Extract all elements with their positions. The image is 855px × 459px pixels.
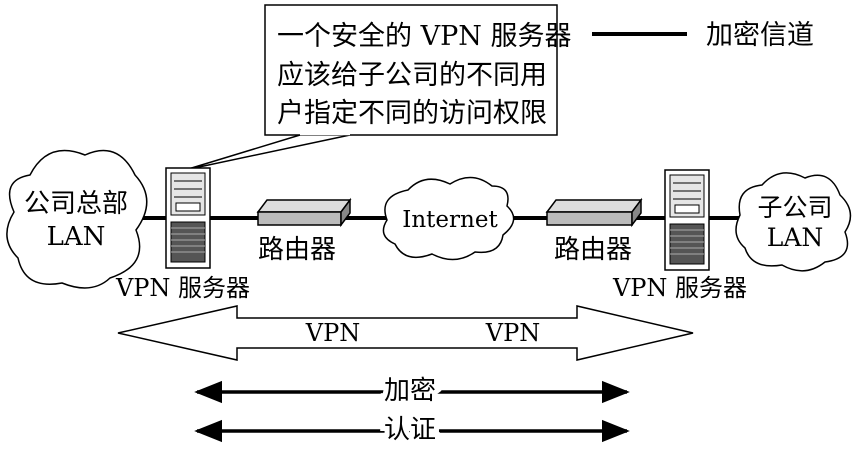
branch-lan-name: 子公司 <box>757 193 832 222</box>
internet-label: Internet <box>402 207 498 233</box>
right-vpn-server-icon <box>664 169 710 271</box>
legend-label: 加密信道 <box>706 20 814 51</box>
left-router-icon <box>256 197 352 228</box>
left-vpn-server-icon <box>165 167 211 269</box>
tunnel-right-label: VPN <box>485 319 540 347</box>
callout-line-2: 应该给子公司的不同用 <box>277 60 547 91</box>
right-router-icon <box>545 197 643 228</box>
hq-lan-cloud: 公司总部 LAN <box>6 149 148 289</box>
encryption-arrow: 加密 <box>194 371 630 411</box>
authentication-label: 认证 <box>384 415 436 445</box>
hq-lan-label: LAN <box>47 222 106 252</box>
vpn-tunnel-arrow: VPN VPN <box>117 305 694 361</box>
internet-cloud: Internet <box>382 176 515 261</box>
branch-lan-label: LAN <box>767 223 824 252</box>
left-vpn-server-label: VPN 服务器 <box>115 274 250 302</box>
right-router-label: 路由器 <box>554 235 632 265</box>
authentication-arrow: 认证 <box>194 410 630 450</box>
encryption-label: 加密 <box>384 376 436 406</box>
left-router-label: 路由器 <box>258 235 336 265</box>
callout-line-3: 户指定不同的访问权限 <box>277 98 547 129</box>
legend: 加密信道 <box>592 20 814 51</box>
callout: 一个安全的 VPN 服务器 应该给子公司的不同用 户指定不同的访问权限 <box>184 4 571 171</box>
branch-lan-cloud: 子公司 LAN <box>735 172 852 272</box>
tunnel-left-label: VPN <box>305 319 360 347</box>
right-vpn-server-label: VPN 服务器 <box>612 274 747 302</box>
callout-line-1: 一个安全的 VPN 服务器 <box>277 21 571 52</box>
hq-lan-name: 公司总部 <box>24 189 128 219</box>
